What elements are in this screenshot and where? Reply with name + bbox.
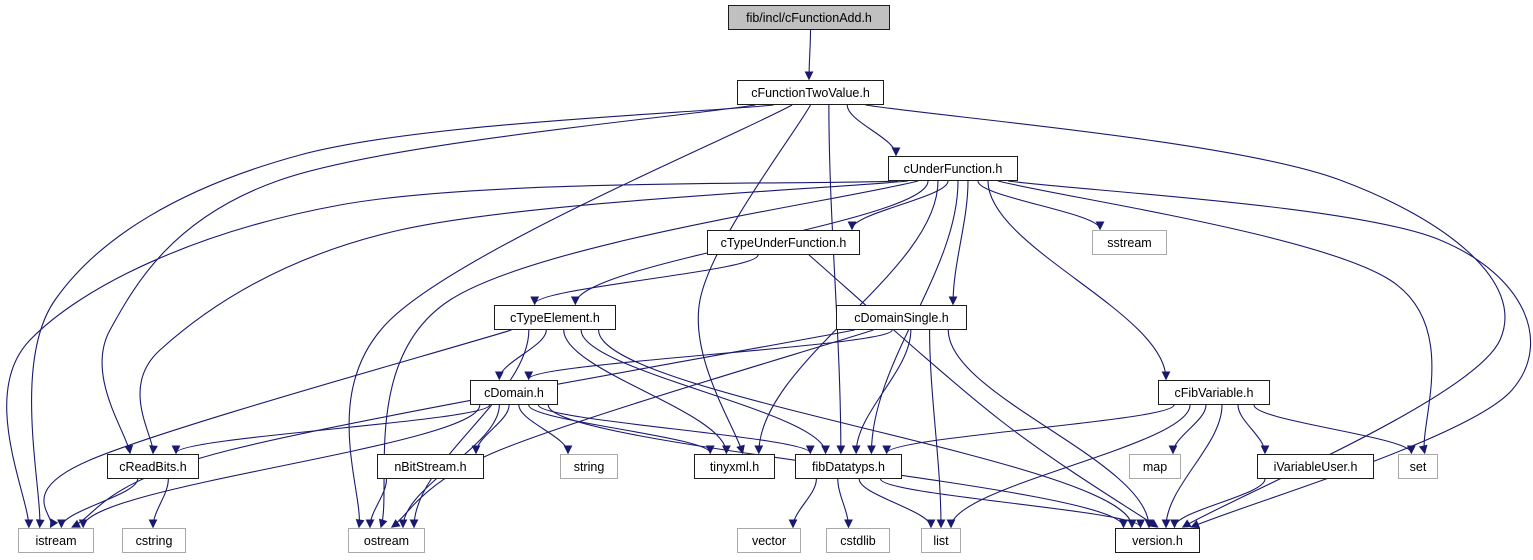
- node-cFibVariable[interactable]: cFibVariable.h: [1158, 380, 1270, 405]
- edge-cFunctionAdd-cFunctionTwoValue: [804, 29, 814, 81]
- edge-cDomain-istream: [78, 404, 481, 529]
- node-tinyxml[interactable]: tinyxml.h: [694, 454, 775, 479]
- node-fibDatatyps[interactable]: fibDatatyps.h: [795, 454, 902, 479]
- edge-cFibVariable-set: [1253, 404, 1416, 455]
- edge-fibDatatyps-list: [858, 478, 936, 529]
- node-istream: istream: [18, 528, 94, 553]
- edge-fibDatatyps-version: [880, 478, 1145, 529]
- node-map: map: [1129, 454, 1181, 479]
- node-cDomainSingle[interactable]: cDomainSingle.h: [836, 305, 967, 330]
- edge-cFunctionTwoValue-fibDatatyps: [828, 104, 846, 455]
- edge-cUnderFunction-cDomainSingle: [948, 180, 969, 306]
- edge-cDomain-string: [518, 404, 573, 455]
- edge-cUnderFunction-cReadBits: [139, 180, 909, 455]
- edge-cFunctionTwoValue-ostream: [348, 104, 793, 529]
- edge-cDomain-nBitStream: [471, 404, 510, 455]
- edge-cFibVariable-iVariableUser: [1237, 404, 1270, 455]
- edge-cFibVariable-version: [1161, 404, 1223, 529]
- edge-cDomainSingle-version: [947, 329, 1154, 529]
- edge-iVariableUser-version: [1170, 478, 1266, 529]
- edge-cUnderFunction-sstream: [977, 180, 1105, 231]
- edge-fibDatatyps-vector: [788, 478, 817, 529]
- node-cFunctionTwoValue[interactable]: cFunctionTwoValue.h: [737, 80, 884, 105]
- node-cFunctionAdd: fib/incl/cFunctionAdd.h: [728, 5, 890, 30]
- edge-cDomainSingle-list: [929, 329, 946, 529]
- edge-cTypeUnderFunction-cTypeElement: [530, 254, 759, 306]
- edge-cFunctionTwoValue-version: [865, 104, 1506, 528]
- node-nBitStream[interactable]: nBitStream.h: [377, 454, 484, 479]
- edge-cTypeElement-ostream: [409, 329, 530, 529]
- edge-nBitStream-ostream: [365, 478, 388, 529]
- edge-cTypeElement-cDomain: [494, 329, 547, 381]
- edge-cTypeElement-version: [598, 329, 1137, 529]
- edge-cDomainSingle-ostream: [390, 329, 874, 528]
- node-vector: vector: [737, 528, 801, 553]
- edge-cFunctionTwoValue-tinyxml: [697, 104, 811, 455]
- edge-cReadBits-istream: [57, 478, 139, 529]
- node-cTypeElement[interactable]: cTypeElement.h: [494, 305, 616, 330]
- node-cReadBits[interactable]: cReadBits.h: [107, 454, 199, 479]
- edge-cDomain-fibDatatyps: [537, 404, 815, 455]
- edge-cDomainSingle-cDomain: [524, 329, 893, 381]
- edge-cDomain-cReadBits: [171, 404, 491, 455]
- edge-cTypeElement-istream: [43, 329, 512, 529]
- node-version[interactable]: version.h: [1115, 528, 1200, 553]
- edge-cTypeUnderFunction-version: [808, 254, 1159, 528]
- edge-cTypeElement-fibDatatyps: [580, 329, 830, 455]
- edge-cFibVariable-list: [946, 404, 1191, 529]
- edge-cReadBits-cstring: [148, 478, 169, 529]
- node-cstdlib: cstdlib: [826, 528, 890, 553]
- node-cUnderFunction[interactable]: cUnderFunction.h: [888, 156, 1018, 181]
- edge-cFunctionTwoValue-cUnderFunction: [846, 104, 901, 157]
- edge-cFunctionTwoValue-cReadBits: [101, 104, 756, 455]
- edge-cUnderFunction-cTypeUnderFunction: [847, 180, 949, 231]
- node-ostream: ostream: [348, 528, 425, 553]
- node-cDomain[interactable]: cDomain.h: [470, 380, 558, 405]
- node-cstring: cstring: [122, 528, 186, 553]
- edge-cFibVariable-fibDatatyps: [882, 404, 1175, 455]
- node-string: string: [560, 454, 618, 479]
- edge-cUnderFunction-set: [997, 180, 1433, 455]
- node-set: set: [1398, 454, 1438, 479]
- edge-fibDatatyps-cstdlib: [837, 478, 853, 529]
- edge-cTypeElement-tinyxml: [563, 329, 731, 455]
- node-sstream: sstream: [1092, 230, 1167, 255]
- edge-cFunctionTwoValue-istream: [31, 104, 774, 529]
- edge-cDomain-tinyxml: [528, 404, 715, 455]
- node-cTypeUnderFunction[interactable]: cTypeUnderFunction.h: [707, 230, 860, 255]
- edge-cDomainSingle-fibDatatyps: [851, 329, 912, 455]
- node-iVariableUser[interactable]: iVariableUser.h: [1257, 454, 1374, 479]
- edge-cUnderFunction-istream: [6, 180, 899, 529]
- edge-cDomainSingle-istream: [71, 329, 855, 528]
- node-list: list: [921, 528, 961, 553]
- edge-cUnderFunction-cFibVariable: [987, 180, 1171, 381]
- edge-cFibVariable-map: [1168, 404, 1207, 455]
